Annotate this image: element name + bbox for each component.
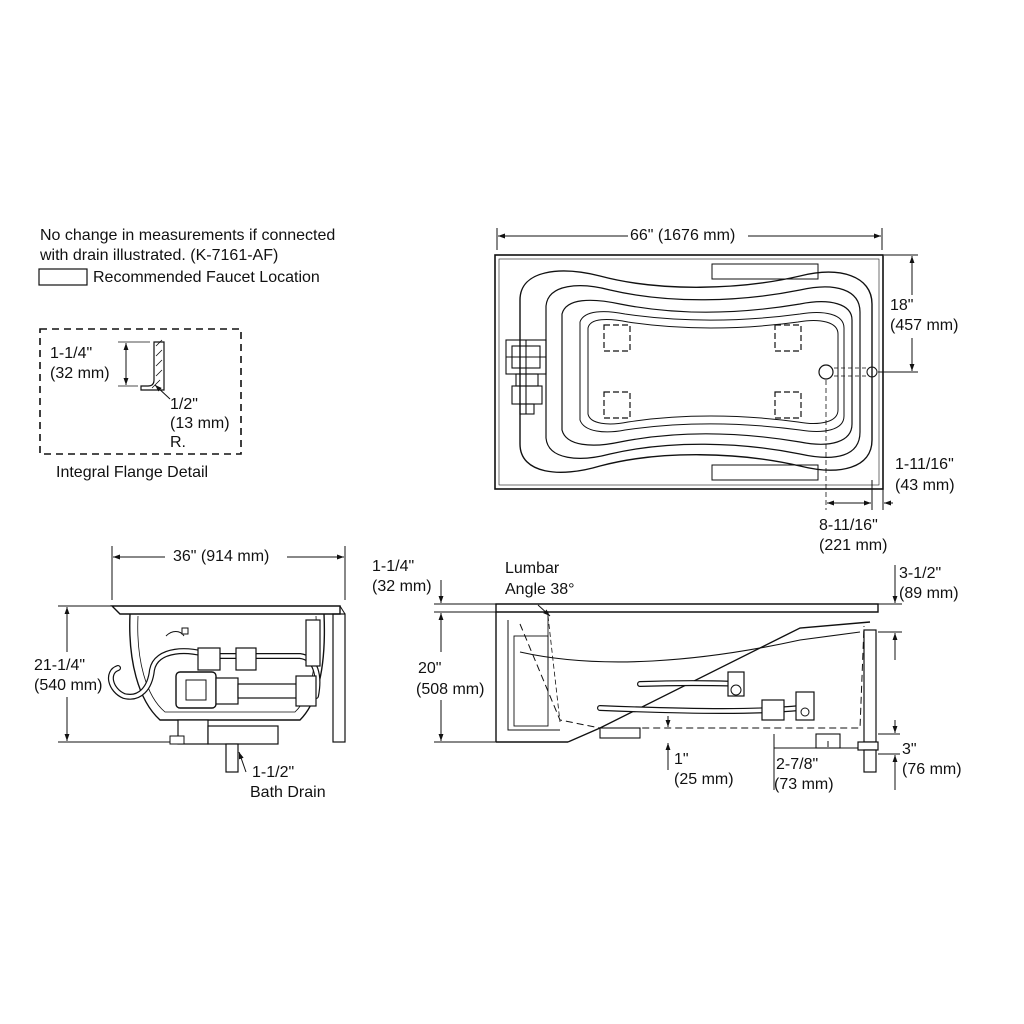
side-foot-in: 1": [674, 751, 689, 768]
plan-rim-in: 1-11/16": [895, 456, 954, 473]
plan-drain-offset-mm: (457 mm): [890, 317, 959, 334]
plan-drain-edge-in: 8-11/16": [819, 517, 878, 534]
end-height-in: 21-1/4": [34, 657, 86, 674]
flange-detail: [39, 328, 242, 455]
side-drain-height-mm: (76 mm): [902, 761, 962, 778]
side-view: [434, 565, 902, 790]
flange-height-mm: (32 mm): [50, 365, 110, 382]
side-flange-in: 1-1/4": [372, 558, 415, 575]
side-flange-mm: (32 mm): [372, 578, 432, 595]
side-overflow-in: 3-1/2": [899, 565, 942, 582]
plan-length-dim: 66" (1676 mm): [630, 227, 736, 244]
flange-height-in: 1-1/4": [50, 345, 93, 362]
end-width-dim: 36" (914 mm): [173, 548, 270, 565]
lumbar-label-1: Lumbar: [505, 560, 560, 577]
side-height-mm: (508 mm): [416, 681, 485, 698]
flange-radius-suffix: R.: [170, 434, 186, 451]
note-line-1: No change in measurements if connected: [40, 227, 336, 244]
side-height-in: 20": [418, 660, 442, 677]
end-height-mm: (540 mm): [34, 677, 103, 694]
faucet-legend-label: Recommended Faucet Location: [93, 269, 320, 286]
side-drain-mm: (73 mm): [774, 776, 834, 793]
lumbar-label-2: Angle 38°: [505, 581, 575, 598]
flange-radius-in: 1/2": [170, 396, 198, 413]
plan-drain-offset-in: 18": [890, 297, 914, 314]
side-foot-mm: (25 mm): [674, 771, 734, 788]
flange-radius-mm: (13 mm): [170, 415, 230, 432]
end-view: [58, 546, 346, 773]
side-drain-in: 2-7/8": [776, 756, 819, 773]
end-drain-in: 1-1/2": [252, 764, 295, 781]
note-line-2: with drain illustrated. (K-7161-AF): [40, 247, 279, 264]
faucet-legend-swatch: [38, 268, 88, 286]
plan-drain-edge-mm: (221 mm): [819, 537, 888, 554]
flange-detail-caption: Integral Flange Detail: [56, 464, 209, 481]
plan-view: [494, 228, 918, 510]
side-overflow-mm: (89 mm): [899, 585, 959, 602]
side-drain-height-in: 3": [902, 741, 917, 758]
end-drain-label: Bath Drain: [250, 784, 326, 801]
plan-rim-mm: (43 mm): [895, 477, 955, 494]
